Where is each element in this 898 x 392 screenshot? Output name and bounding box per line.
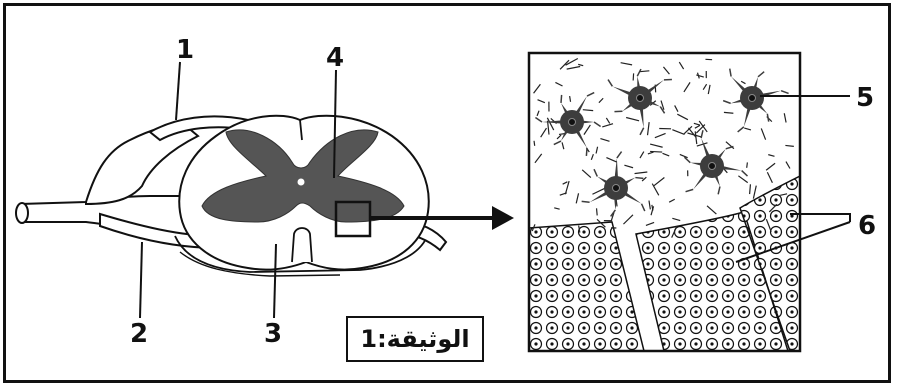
label-3: 3 [264,319,282,349]
label-1: 1 [176,35,194,65]
label-6: 6 [858,211,876,241]
central-canal [298,179,305,186]
magnified-view [529,53,800,351]
label-4: 4 [326,43,344,73]
document-caption: الوثيقة:1 [346,316,484,362]
spinal-cord-section [16,116,514,276]
zoom-arrow-head [492,206,514,230]
label-2: 2 [130,319,148,349]
label-5: 5 [856,83,874,113]
